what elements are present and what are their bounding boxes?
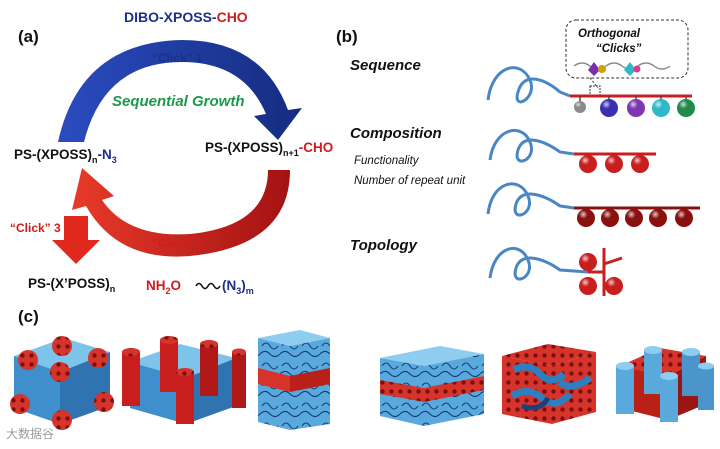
watermark-text: 大数据谷 xyxy=(6,426,54,441)
right-species: PS-(XPOSS)n+1-CHO xyxy=(205,140,333,158)
azide-text: (N3)m xyxy=(222,278,254,296)
sequence-beads xyxy=(574,96,695,117)
composition-coil-2 xyxy=(488,184,574,215)
composition-coil-1 xyxy=(490,130,574,161)
callout-marker-yellow xyxy=(598,65,606,73)
left-species: PS-(XPOSS)n-N3 xyxy=(14,147,117,165)
sequence-heading: Sequence xyxy=(350,57,421,74)
cho-text: CHO xyxy=(217,9,248,25)
morphology-inverse-cylinders xyxy=(616,346,714,422)
morphology-lamella-dots xyxy=(380,346,484,426)
click1-label: “Click” 1 xyxy=(152,51,203,65)
morphology-spheres-cube xyxy=(10,336,114,430)
topology-heading: Topology xyxy=(350,237,418,254)
functionality-label: Functionality xyxy=(354,155,420,167)
dibo-text: DIBO xyxy=(124,9,159,25)
click2-label: “Click” 2 xyxy=(152,236,203,250)
callout-marker-pink xyxy=(634,66,641,73)
morphology-gyroid xyxy=(502,344,596,424)
click3-label: “Click” 3 xyxy=(10,221,61,235)
xposs-text: -XPOSS- xyxy=(159,9,217,25)
composition-beads-1 xyxy=(579,155,649,173)
sequential-growth-label: Sequential Growth xyxy=(112,93,245,110)
topology-coil xyxy=(490,248,588,279)
morphology-lamellae xyxy=(258,330,330,430)
bottom-left-species: PS-(X’POSS)n xyxy=(28,276,115,294)
panel-b-label: (b) xyxy=(336,27,358,46)
top-reagent-label: DIBO-XPOSS-CHO xyxy=(124,9,248,25)
callout-target xyxy=(590,86,600,95)
bottom-reagent: NH2O xyxy=(146,278,181,296)
panel-c-label: (c) xyxy=(18,307,39,326)
callout-clicks: “Clicks” xyxy=(596,43,642,55)
panel-a-label: (a) xyxy=(18,27,39,46)
composition-beads-2 xyxy=(577,209,693,227)
sequence-coil xyxy=(488,68,570,102)
linker-squiggle xyxy=(196,284,220,289)
composition-heading: Composition xyxy=(350,125,442,142)
callout-chain xyxy=(574,63,670,69)
morphology-cylinders xyxy=(122,336,246,424)
repeat-unit-label: Number of repeat unit xyxy=(354,175,466,187)
callout-orthogonal: Orthogonal xyxy=(578,28,641,40)
